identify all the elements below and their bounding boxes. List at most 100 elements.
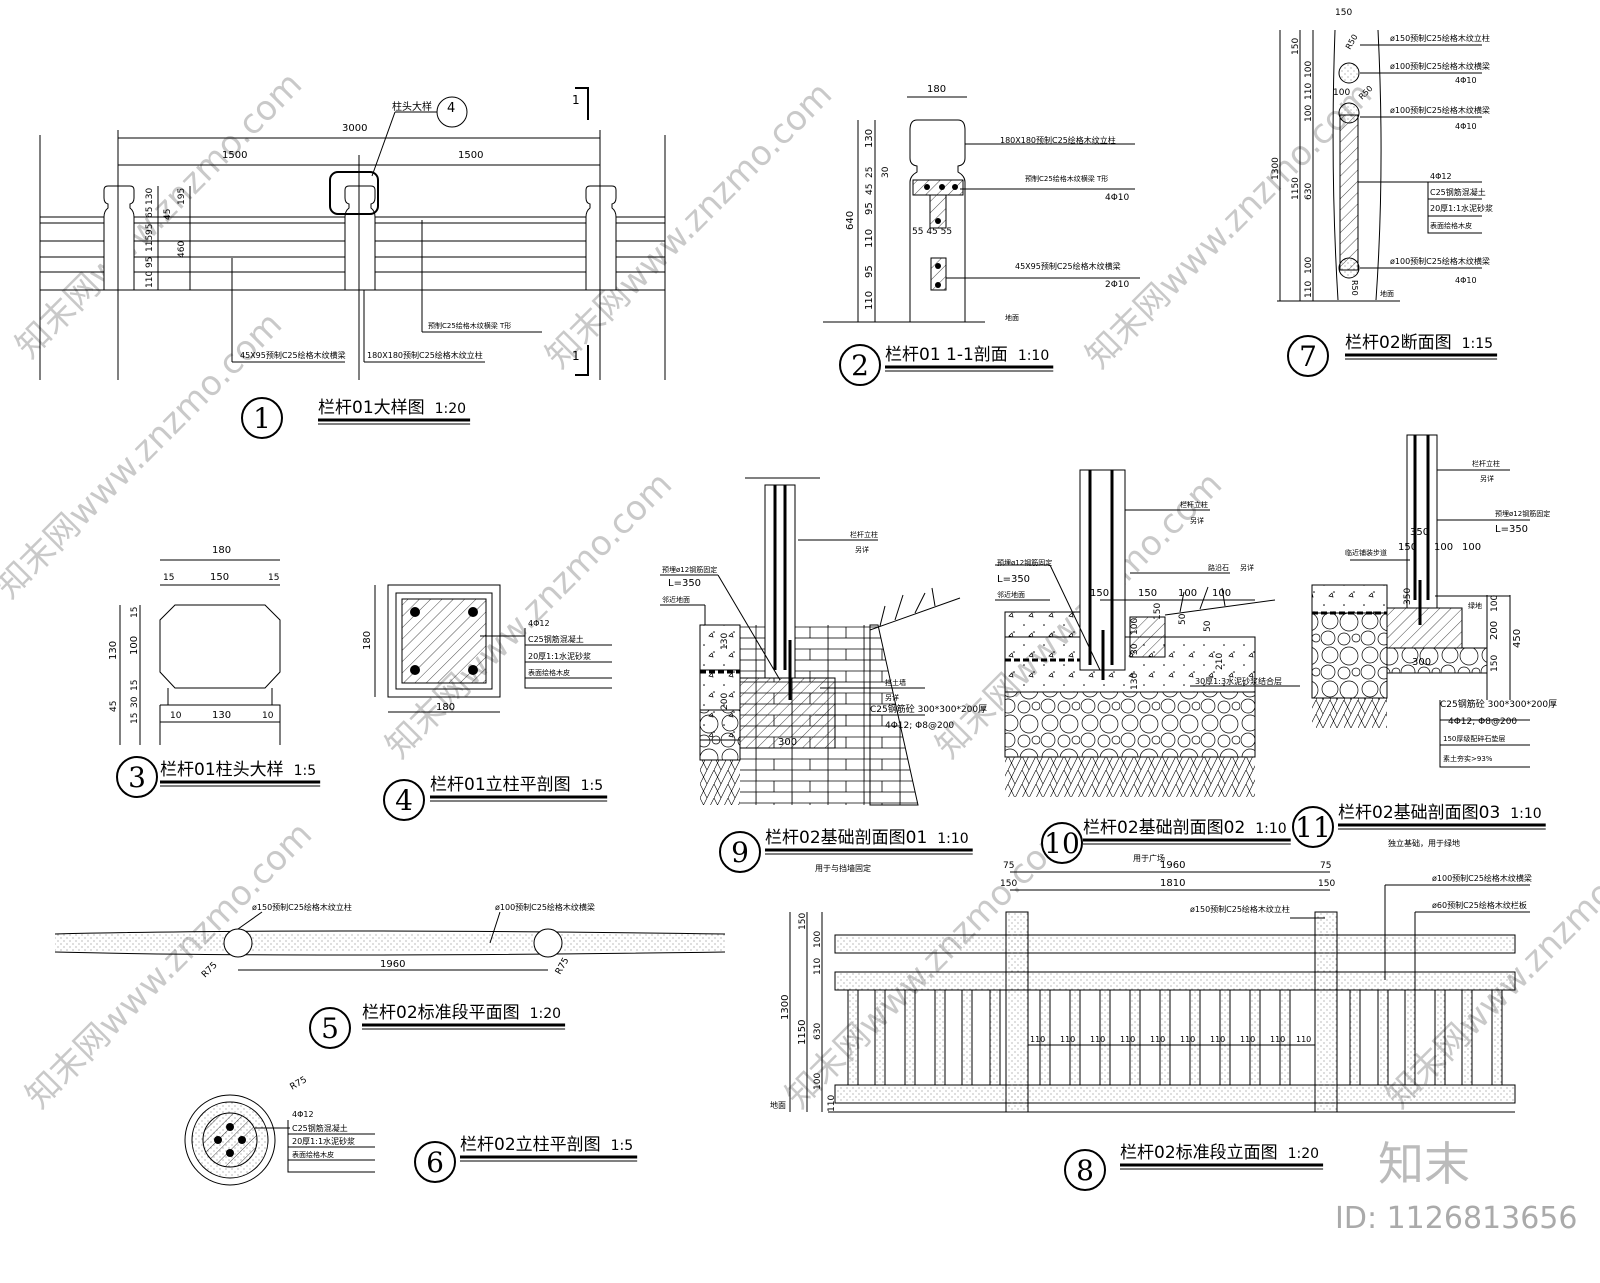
annotation-text: 110 <box>1060 1035 1075 1044</box>
detail-11-foundation <box>1311 434 1530 768</box>
detail-title: 栏杆01 1-1剖面 <box>885 345 1008 365</box>
annotation-text: 25 <box>865 167 875 178</box>
baluster <box>1069 989 1081 1086</box>
annotation-text: 110 <box>1240 1035 1255 1044</box>
annotation-text: 110 <box>1304 83 1314 100</box>
annotation-text: 1 <box>572 93 580 107</box>
detail-scale: 1:20 <box>1288 1146 1319 1162</box>
annotation-text: 460 <box>177 241 187 258</box>
detail-1-railing-elevation <box>39 87 666 380</box>
detail-number: 3 <box>128 761 146 794</box>
annotation-text: R75 <box>200 961 220 981</box>
annotation-text: 邻近地面 <box>662 595 690 604</box>
annotation-text: 130 <box>145 188 155 205</box>
annotation-text: 45 <box>163 209 173 220</box>
detail-8-elevation <box>789 871 1530 1113</box>
baluster <box>1349 989 1361 1086</box>
annotation-text: 110 <box>1270 1035 1285 1044</box>
annotation-text: L=350 <box>668 578 701 589</box>
annotation-text: 300 <box>778 737 797 748</box>
detail-number-circle <box>1064 1149 1106 1191</box>
annotation-text: 100 <box>1333 88 1350 98</box>
baluster <box>1434 989 1446 1086</box>
annotation-text: 临近铺装步道 <box>1345 548 1387 557</box>
railing-post <box>344 185 376 291</box>
detail-number: 8 <box>1076 1154 1094 1187</box>
detail-6-post-plan-section <box>184 1094 375 1186</box>
annotation-text: C25钢筋砼 300*300*200厚 <box>870 703 987 715</box>
annotation-text: C25钢筋砼 300*300*200厚 <box>1440 698 1557 710</box>
annotation-text: 预制C25绘格木纹横梁 T形 <box>1025 174 1108 183</box>
annotation-text: 15 <box>163 573 174 583</box>
annotation-text: 2Φ10 <box>1105 280 1130 290</box>
annotation-text: 95 <box>145 224 155 235</box>
annotation-text: 4Φ12; Φ8@200 <box>1448 717 1517 727</box>
annotation-text: 20厚1:1水泥砂浆 <box>292 1136 355 1146</box>
annotation-text: 表面绘格木皮 <box>528 668 570 677</box>
annotation-text: 4 <box>447 101 455 116</box>
baluster <box>1159 989 1171 1086</box>
annotation-text: 110 <box>1030 1035 1045 1044</box>
annotation-text: R50 <box>1344 33 1360 51</box>
detail-4-post-plan-section <box>374 584 612 713</box>
baluster <box>961 989 973 1086</box>
annotation-text: 115 <box>145 235 155 252</box>
annotation-text: 130 <box>1130 673 1140 690</box>
detail-title: 栏杆01立柱平剖图 <box>430 775 571 795</box>
annotation-text: 100 <box>1304 61 1314 78</box>
annotation-text: 地面 <box>770 1100 786 1110</box>
annotation-text: 630 <box>813 1023 823 1040</box>
annotation-text: L=350 <box>1495 524 1528 535</box>
annotation-text: 另详 <box>1240 563 1254 572</box>
annotation-text: 110 <box>813 958 823 975</box>
annotation-text: 50 <box>1178 613 1188 625</box>
annotation-text: 15 <box>130 680 140 691</box>
baluster <box>1491 989 1503 1086</box>
annotation-text: 邻近地面 <box>997 590 1025 599</box>
annotation-text: 110 <box>1210 1035 1225 1044</box>
annotation-text: 150 <box>1318 879 1335 889</box>
annotation-text: 150厚级配碎石垫层 <box>1443 734 1505 743</box>
annotation-text: 630 <box>1304 183 1314 200</box>
annotation-text: R75 <box>554 956 572 976</box>
detail-3-post-cap <box>119 559 281 745</box>
baluster <box>989 989 1001 1086</box>
annotation-text: 110 <box>1304 281 1314 298</box>
annotation-text: 3000 <box>342 123 367 134</box>
detail-number: 7 <box>1299 340 1317 373</box>
image-id: ID: 1126813656 <box>1335 1201 1577 1236</box>
annotation-text: 4Φ10 <box>1105 193 1130 203</box>
annotation-text: 1150 <box>797 1020 808 1045</box>
annotation-text: 100 <box>1130 618 1140 635</box>
detail-title: 栏杆02基础剖面图03 <box>1338 803 1500 823</box>
annotation-text: 1300 <box>1271 157 1281 180</box>
annotation-text: 4Φ12 <box>292 1110 314 1119</box>
annotation-text: R50 <box>1350 280 1359 296</box>
annotation-text: 45 <box>109 701 119 712</box>
annotation-text: ø100预制C25绘格木纹横梁 <box>1390 105 1490 115</box>
annotation-text: 95 <box>864 202 875 215</box>
detail-number: 5 <box>321 1012 339 1045</box>
detail-scale: 1:5 <box>581 778 604 794</box>
annotation-text: 15 <box>268 573 279 583</box>
annotation-text: 栏杆立柱 <box>850 530 878 539</box>
annotation-text: 180 <box>927 84 946 95</box>
annotation-text: 50 <box>1203 620 1213 632</box>
annotation-text: 地面 <box>1005 313 1019 322</box>
detail-note: 独立基础，用于绿地 <box>1388 838 1460 848</box>
annotation-text: ø100预制C25绘格木纹横梁 <box>495 902 595 912</box>
annotation-text: C25钢筋混凝土 <box>292 1123 348 1133</box>
detail-title: 栏杆02标准段立面图 <box>1120 1143 1278 1163</box>
baluster <box>1377 989 1389 1086</box>
annotation-text: 1300 <box>780 995 791 1020</box>
annotation-text: 100 <box>129 636 140 655</box>
annotation-text: 15 <box>130 713 140 724</box>
annotation-text: 预埋ø12钢筋固定 <box>997 558 1052 567</box>
detail-title-8: 8 栏杆02标准段立面图 1:20 <box>1064 1143 1324 1191</box>
